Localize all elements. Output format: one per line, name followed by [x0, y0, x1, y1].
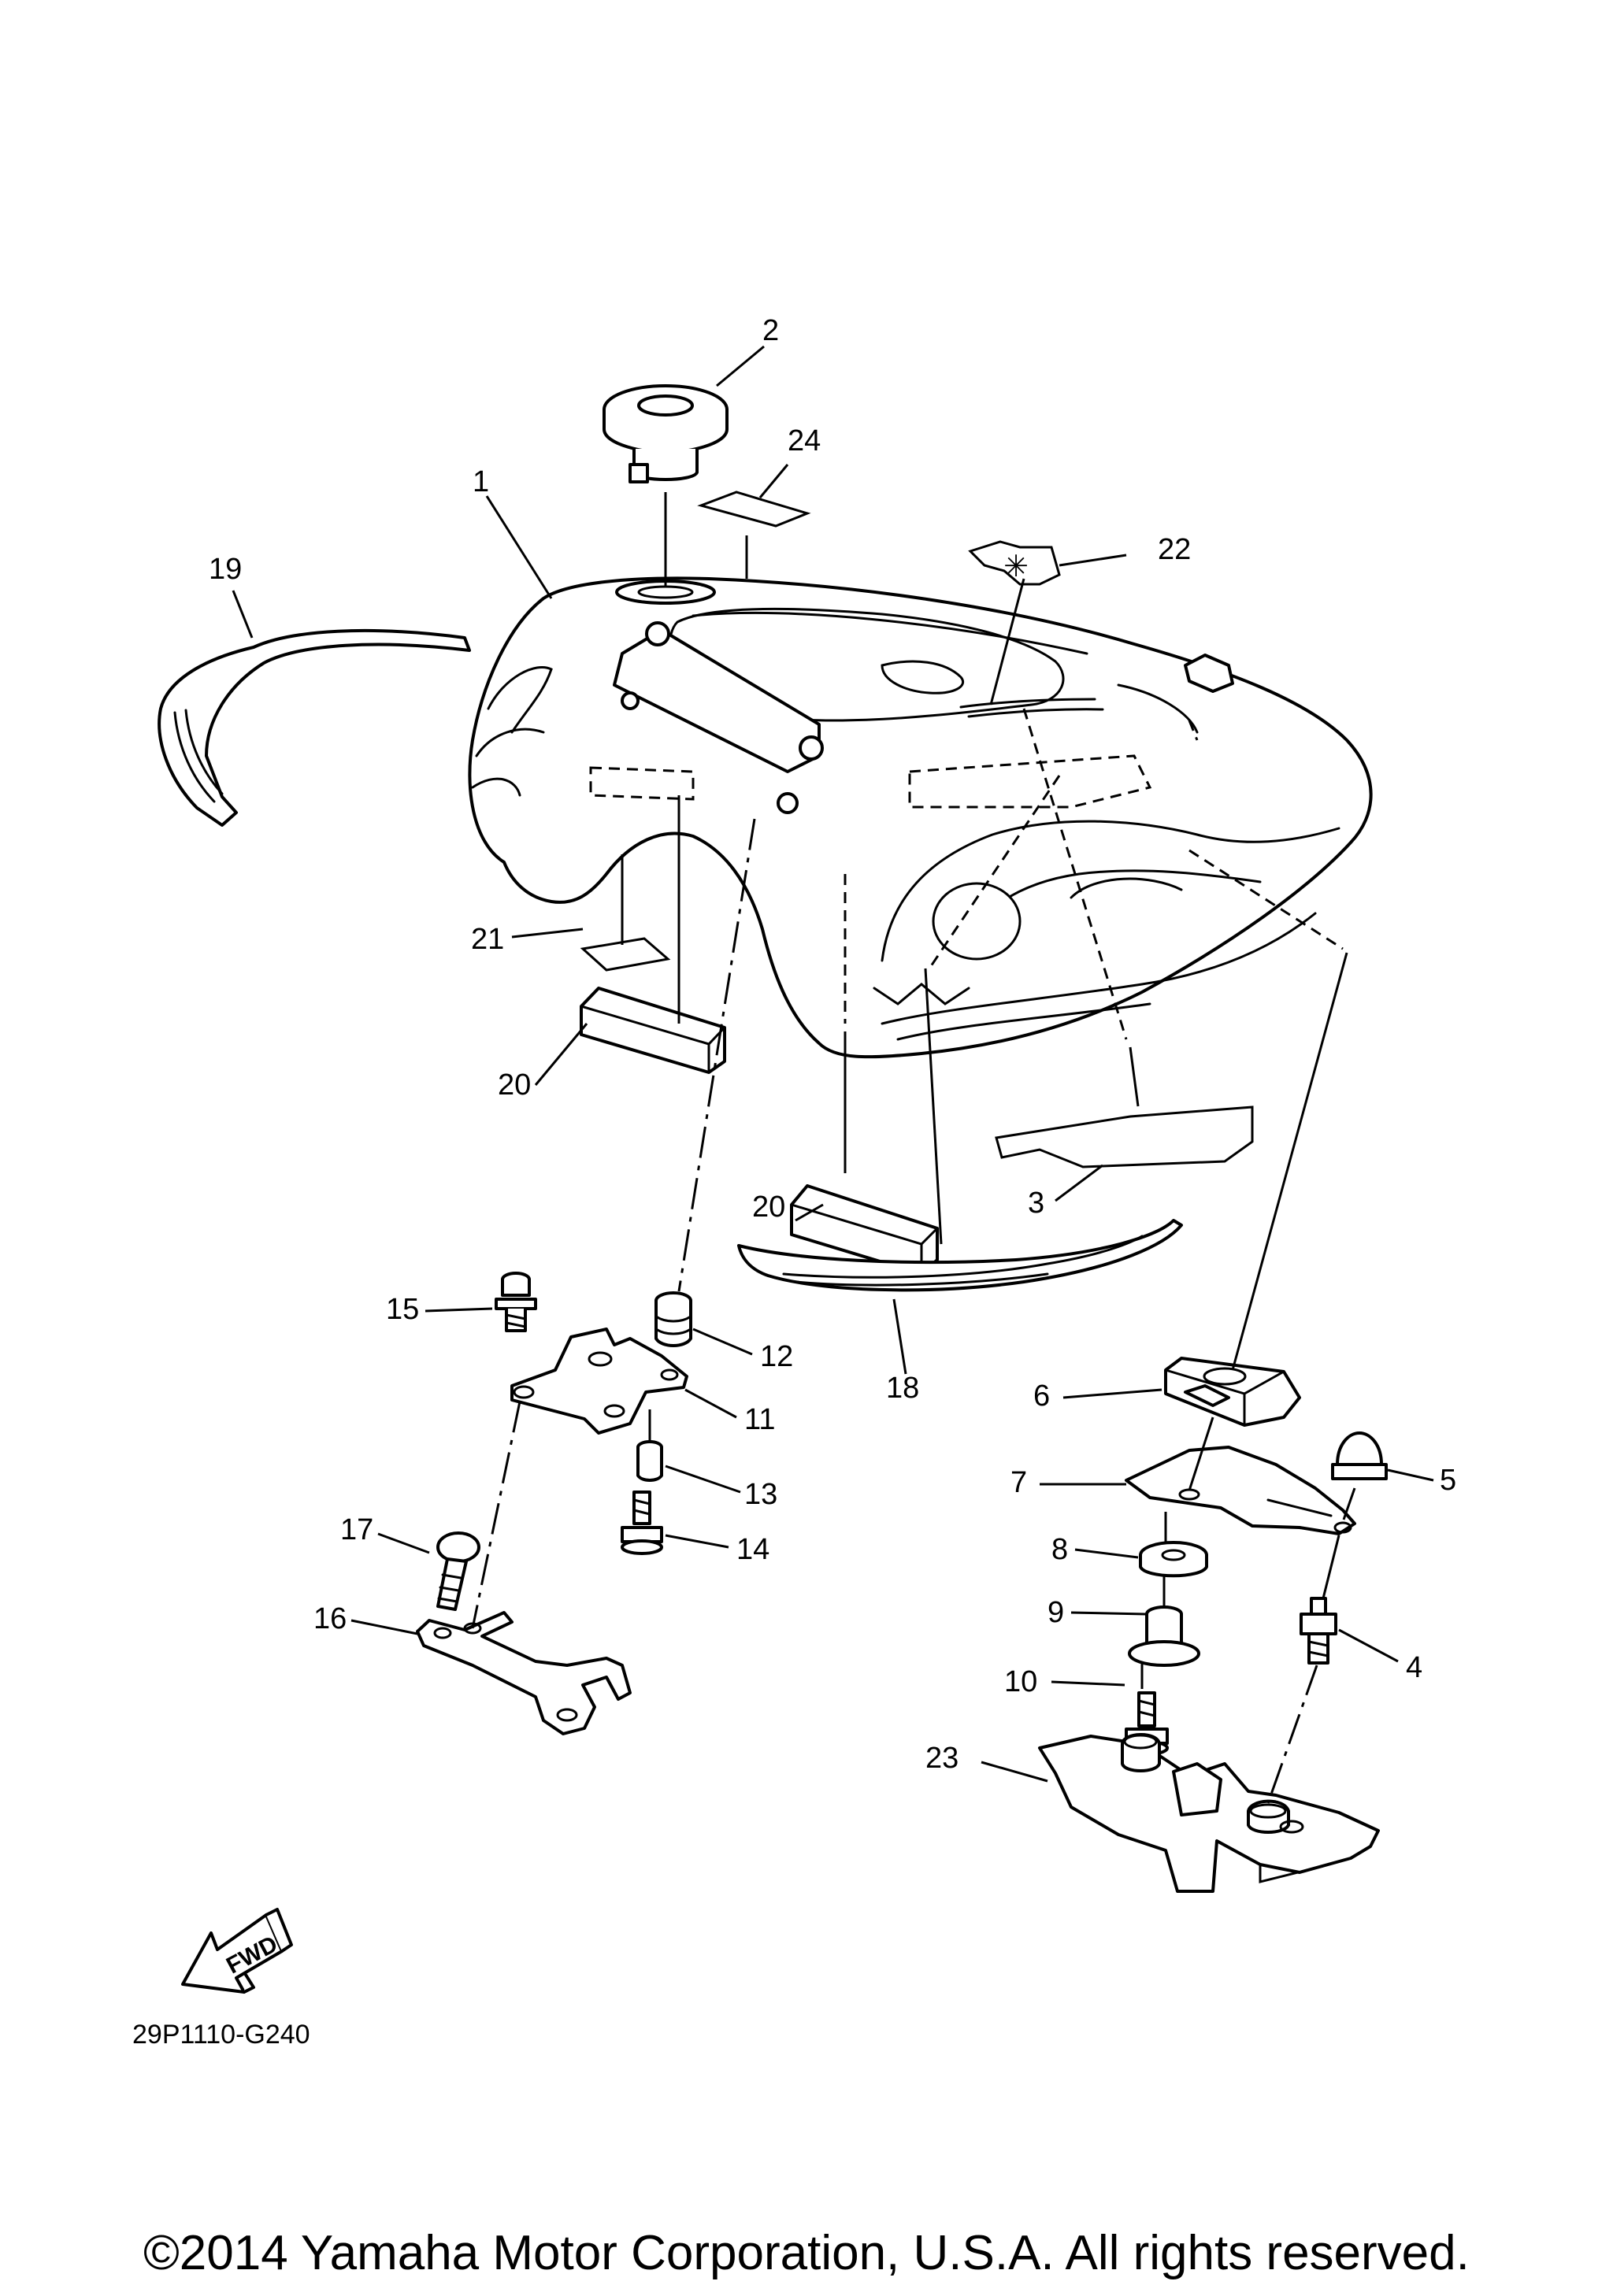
part-18-lower-strip[interactable]: [737, 1219, 1183, 1292]
part-17-screw[interactable]: [436, 1531, 480, 1611]
callout-9: 9: [1048, 1596, 1064, 1629]
callout-13: 13: [744, 1478, 777, 1511]
callout-12: 12: [760, 1340, 793, 1373]
callout-20-left: 20: [498, 1068, 531, 1102]
callout-6: 6: [1033, 1379, 1050, 1413]
part-4-stud-bolt[interactable]: [1300, 1597, 1337, 1665]
callout-20-right: 20: [752, 1191, 785, 1224]
callout-8: 8: [1051, 1533, 1068, 1566]
callout-15: 15: [386, 1293, 419, 1326]
callout-18: 18: [886, 1372, 919, 1405]
part-5-cap-nut[interactable]: [1331, 1431, 1388, 1480]
callout-11: 11: [744, 1403, 775, 1436]
part-7-bracket[interactable]: [1125, 1446, 1356, 1535]
emblem-star-icon: ✳: [1003, 550, 1029, 583]
part-24-label[interactable]: [697, 491, 811, 528]
callout-2: 2: [762, 314, 779, 347]
fwd-arrow-icon: FWD: [181, 1908, 293, 1994]
part-8-washer[interactable]: [1139, 1541, 1208, 1578]
callout-19: 19: [209, 553, 242, 586]
part-22-emblem[interactable]: ✳: [968, 540, 1061, 586]
part-1-fuel-tank[interactable]: [468, 576, 1373, 1059]
callout-21: 21: [471, 923, 504, 956]
callout-16: 16: [313, 1602, 347, 1635]
part-14-bolt[interactable]: [621, 1491, 663, 1555]
part-3-decal[interactable]: [995, 1105, 1254, 1168]
part-15-bolt[interactable]: [495, 1272, 537, 1332]
copyright-notice: ©2014 Yamaha Motor Corporation, U.S.A. A…: [143, 2226, 1470, 2280]
part-11-bracket[interactable]: [510, 1328, 688, 1435]
part-9-collar[interactable]: [1128, 1605, 1200, 1667]
assembly-lines: [471, 492, 1356, 1804]
callout-5: 5: [1440, 1464, 1456, 1497]
callout-23: 23: [925, 1742, 959, 1775]
diagram-code: 29P1110-G240: [132, 2020, 310, 2050]
callout-4: 4: [1406, 1651, 1422, 1684]
part-2-fuel-cap[interactable]: [603, 384, 729, 483]
callout-17: 17: [340, 1513, 373, 1546]
part-12-grommet[interactable]: [654, 1291, 692, 1347]
callout-3: 3: [1028, 1187, 1044, 1220]
part-23-lower-bracket[interactable]: [1038, 1733, 1380, 1893]
callout-7: 7: [1010, 1466, 1027, 1499]
callout-14: 14: [736, 1533, 769, 1566]
part-19-rubber-strip[interactable]: [158, 629, 471, 827]
callout-10: 10: [1004, 1665, 1037, 1698]
part-16-stay[interactable]: [416, 1611, 632, 1735]
callout-1: 1: [473, 465, 489, 498]
callout-leaders: [232, 345, 1434, 1783]
callout-24: 24: [788, 424, 821, 457]
callout-labels: 1 2 24 22 19 21 20 20 3 18 12 11 13 14 1…: [209, 314, 1456, 1775]
callout-22: 22: [1158, 533, 1191, 566]
part-6-rubber-mount[interactable]: [1164, 1357, 1301, 1427]
part-21-pad[interactable]: [580, 937, 671, 972]
part-20-damper-left[interactable]: [580, 987, 726, 1074]
part-13-collar[interactable]: [636, 1440, 663, 1482]
